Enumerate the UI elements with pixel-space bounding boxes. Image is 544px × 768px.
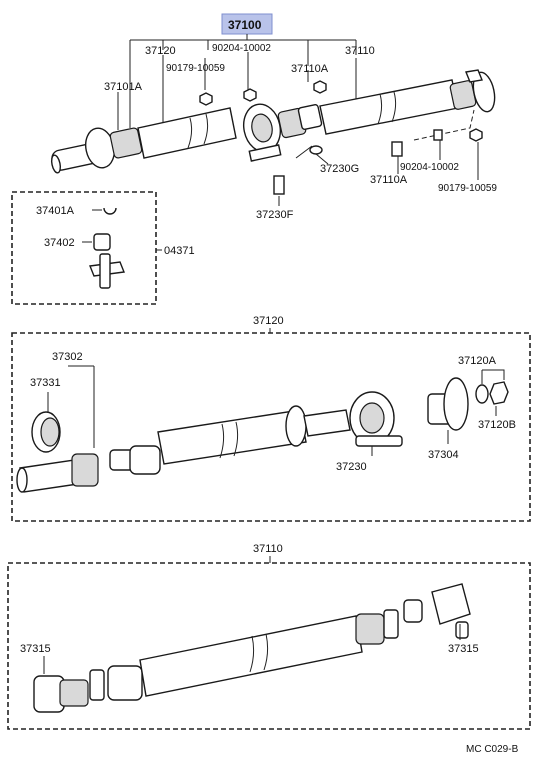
label-37120B: 37120B [478, 419, 516, 431]
label-37304: 37304 [428, 449, 459, 461]
label-section-37110: 37110 [253, 543, 283, 555]
label-37110A-top: 37110A [291, 63, 329, 75]
label-90204-right: 90204-10002 [400, 162, 459, 173]
label-37315-left: 37315 [20, 643, 51, 655]
section-37120: 37120 37302 37331 37230 37304 [11, 315, 531, 522]
section-37110: 37110 37315 37315 [7, 543, 531, 730]
label-90179-top: 90179-10059 [166, 63, 225, 74]
label-37402: 37402 [44, 237, 75, 249]
label-37230: 37230 [336, 461, 367, 473]
label-37230G: 37230G [320, 163, 359, 175]
label-37302: 37302 [52, 351, 83, 363]
label-90204-top: 90204-10002 [212, 43, 271, 54]
label-37101A: 37101A [104, 81, 143, 93]
label-37110A-bottom: 37110A [370, 174, 408, 186]
label-37230F: 37230F [256, 209, 294, 221]
top-assembly: 37100 37120 90204-10002 37110 90179-1005… [50, 13, 497, 221]
label-37315-right: 37315 [448, 643, 479, 655]
label-37401A: 37401A [36, 205, 75, 217]
main-part-number: 37100 [228, 18, 262, 32]
label-37120-top: 37120 [145, 45, 176, 57]
footer-code: MC C029-B [466, 744, 519, 755]
label-04371: 04371 [164, 245, 195, 257]
label-37331: 37331 [30, 377, 61, 389]
label-37120A: 37120A [458, 355, 497, 367]
label-90179-right: 90179-10059 [438, 183, 497, 194]
label-37110-top: 37110 [345, 45, 375, 57]
label-section-37120: 37120 [253, 315, 284, 327]
universal-joint-kit-box: 37401A 37402 04371 [11, 191, 195, 305]
